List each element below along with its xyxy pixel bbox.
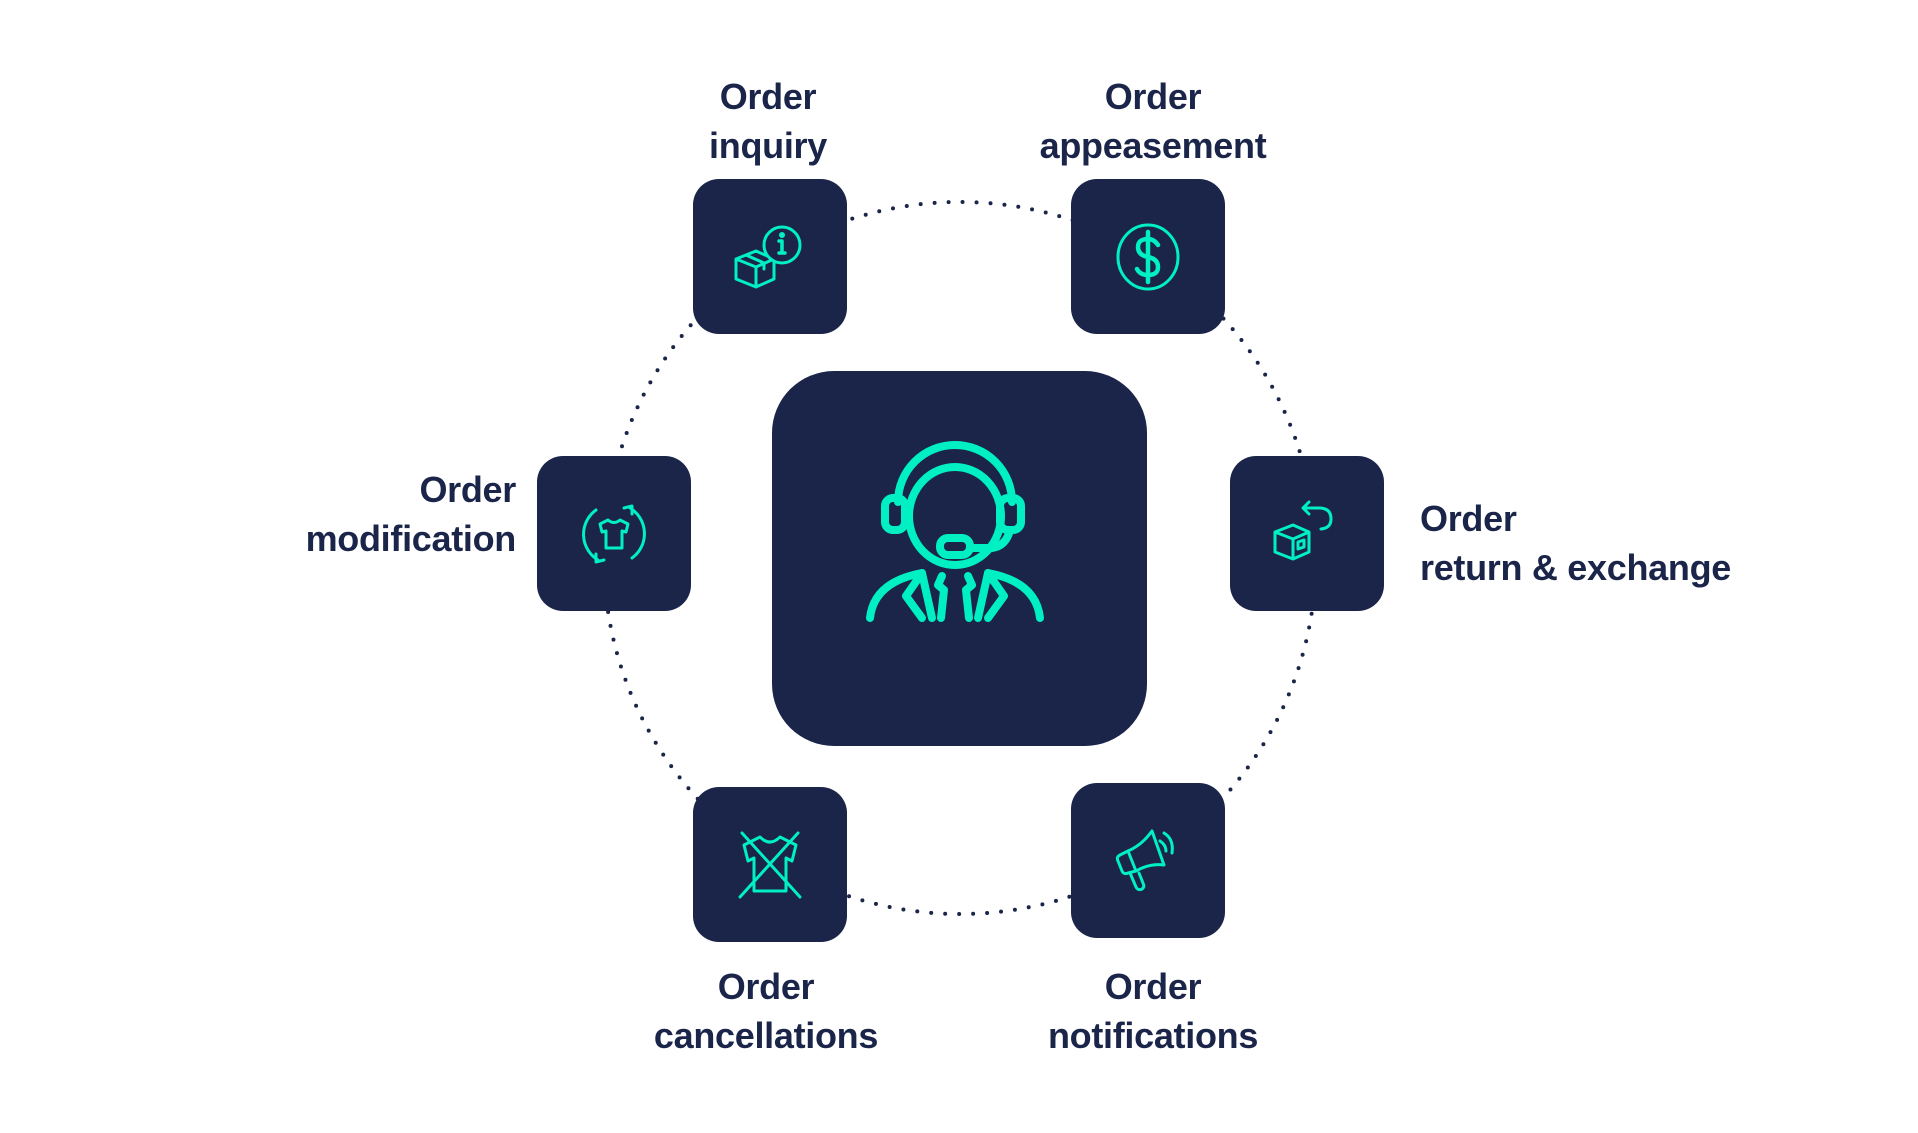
box-info-icon xyxy=(734,225,802,288)
node-order-modification[interactable] xyxy=(537,456,691,611)
center-support-tile xyxy=(772,371,1147,746)
shirt-refresh-icon xyxy=(582,504,646,563)
node-order-appeasement[interactable] xyxy=(1071,179,1225,334)
customer-support-agent-icon xyxy=(866,441,1044,622)
node-order-inquiry[interactable] xyxy=(693,179,847,334)
node-order-notifications[interactable] xyxy=(1071,783,1225,938)
dollar-coin-icon xyxy=(1116,223,1180,290)
node-order-cancellations[interactable] xyxy=(693,787,847,942)
shirt-crossed-icon xyxy=(738,831,802,898)
box-return-icon xyxy=(1273,500,1333,560)
node-order-return-exchange[interactable] xyxy=(1230,456,1384,611)
megaphone-icon xyxy=(1115,829,1174,891)
